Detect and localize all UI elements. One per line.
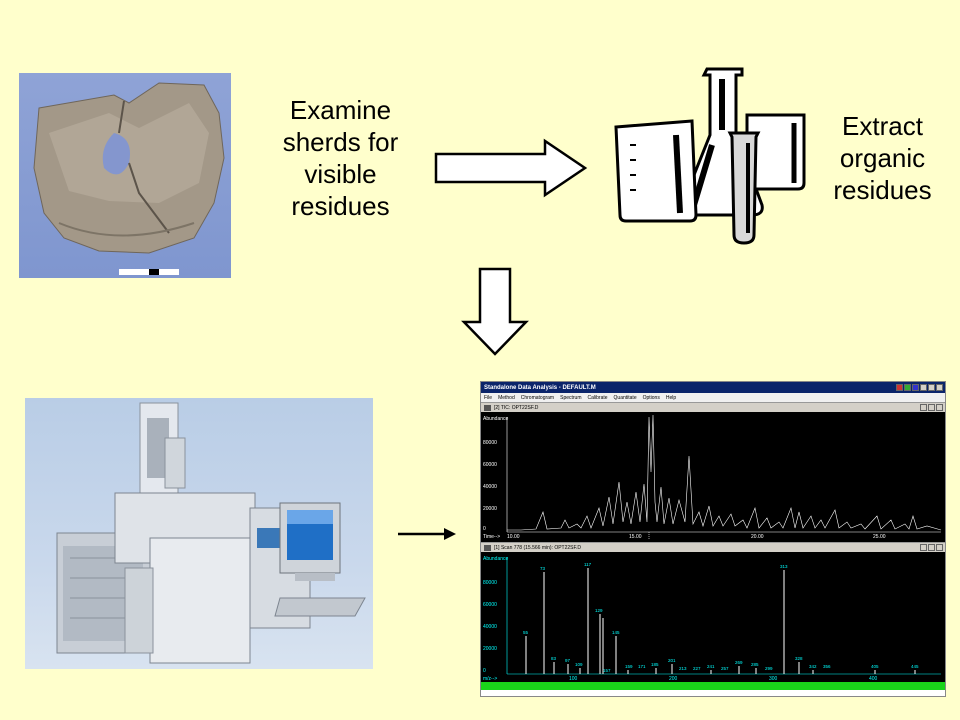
tic-y-tick: 80000 <box>483 440 497 446</box>
ms-peak-label: 145 <box>612 630 620 635</box>
close-icon[interactable] <box>936 404 943 411</box>
tic-trace <box>507 414 942 531</box>
tic-x-label: Time--> <box>483 534 500 540</box>
ms-peak-label: 129 <box>595 608 603 613</box>
ms-peak-label: 97 <box>565 658 571 663</box>
menu-help[interactable]: Help <box>665 394 677 401</box>
ms-peak-label: 185 <box>651 662 659 667</box>
ms-x-tick: 100 <box>569 676 578 682</box>
ms-peak-label: 405 <box>871 664 879 669</box>
ms-peak-label: 227 <box>693 666 701 671</box>
ms-x-tick: 300 <box>769 676 778 682</box>
tic-chromatogram: Abundance Time--> 0 20000 40000 60000 80… <box>481 412 945 542</box>
ms-peak-label: 159 <box>625 664 633 669</box>
small-right-arrow-icon <box>398 528 456 540</box>
pottery-sherd-image <box>19 73 231 278</box>
close-icon[interactable] <box>936 544 943 551</box>
ms-peak-label: 313 <box>780 564 788 569</box>
tic-title: [2] TIC: OPT22SF.D <box>494 404 539 411</box>
menu-bar: File Method Chromatogram Spectrum Calibr… <box>481 393 945 402</box>
window-title: Standalone Data Analysis - DEFAULT.M <box>484 384 596 391</box>
tic-y-label: Abundance <box>483 416 509 422</box>
ms-peak-label: 342 <box>809 664 817 669</box>
ms-peak-label: 73 <box>540 566 546 571</box>
ms-peak-label: 257 <box>721 666 729 671</box>
step-extract-label: Extract organic residues <box>833 111 932 205</box>
ms-peak-label: 109 <box>575 662 583 667</box>
ms-peak-label: 241 <box>707 664 715 669</box>
menu-calibrate[interactable]: Calibrate <box>587 394 608 401</box>
step-examine-label: Examine sherds for visible residues <box>282 95 399 221</box>
lab-glassware-icon <box>614 67 806 245</box>
menu-method[interactable]: Method <box>498 394 515 401</box>
ms-peak-label: 171 <box>638 664 646 669</box>
ms-peak-label: 299 <box>765 666 773 671</box>
ms-peak-label: 269 <box>735 660 743 665</box>
tic-y-tick: 40000 <box>483 484 497 490</box>
ms-y-tick: 60000 <box>483 602 497 608</box>
minimize-icon[interactable] <box>920 404 927 411</box>
menu-quantitate[interactable]: Quantitate <box>613 394 637 401</box>
ms-peak-label: 445 <box>911 664 919 669</box>
maximize-icon[interactable] <box>928 384 935 391</box>
ms-y-label: Abundance <box>483 556 509 562</box>
ms-peak-label: 201 <box>668 658 676 663</box>
menu-file[interactable]: File <box>484 394 493 401</box>
ms-peak-label: 213 <box>679 666 687 671</box>
minimize-icon[interactable] <box>920 544 927 551</box>
ms-y-tick: 20000 <box>483 646 497 652</box>
window-titlebar: Standalone Data Analysis - DEFAULT.M <box>481 382 945 393</box>
scan-panel-title: [1] Scan 778 (15.566 min): OPT22SF.D <box>481 542 945 552</box>
close-icon[interactable] <box>936 384 943 391</box>
toolbar-icon[interactable] <box>904 384 911 391</box>
tic-x-tick: 25.00 <box>873 534 886 540</box>
gc-ms-instrument-image <box>25 398 373 669</box>
status-bar <box>481 682 945 690</box>
ms-peak-label: 83 <box>551 656 557 661</box>
tic-x-tick: 10.00 <box>507 534 520 540</box>
tic-panel-title: [2] TIC: OPT22SF.D <box>481 402 945 412</box>
ms-y-tick: 80000 <box>483 580 497 586</box>
menu-spectrum[interactable]: Spectrum <box>560 394 582 401</box>
ms-peak-label: 157 <box>603 668 611 673</box>
tic-y-tick: 0 <box>483 526 486 532</box>
ms-x-label: m/z--> <box>483 676 497 682</box>
ms-peak-label: 55 <box>523 630 529 635</box>
minimize-icon[interactable] <box>920 384 927 391</box>
ms-y-tick: 0 <box>483 668 486 674</box>
menu-chromatogram[interactable]: Chromatogram <box>520 394 555 401</box>
mass-spectrum: Abundance m/z--> 0 20000 40000 60000 800… <box>481 552 945 682</box>
tic-x-tick: 15.00 <box>629 534 642 540</box>
toolbar-icon[interactable] <box>912 384 919 391</box>
ms-peak-label: 117 <box>584 562 592 567</box>
ms-peak-label: 285 <box>751 662 759 667</box>
panel-icon <box>484 544 491 551</box>
tic-y-tick: 20000 <box>483 506 497 512</box>
right-arrow-icon <box>434 138 588 198</box>
ms-x-tick: 400 <box>869 676 878 682</box>
menu-options[interactable]: Options <box>642 394 660 401</box>
scan-title: [1] Scan 778 (15.566 min): OPT22SF.D <box>494 544 581 551</box>
tic-y-tick: 60000 <box>483 462 497 468</box>
data-analysis-window: Standalone Data Analysis - DEFAULT.M Fil… <box>480 381 946 697</box>
ms-x-tick: 200 <box>669 676 678 682</box>
toolbar-icon[interactable] <box>896 384 903 391</box>
maximize-icon[interactable] <box>928 404 935 411</box>
maximize-icon[interactable] <box>928 544 935 551</box>
tic-x-tick: 20.00 <box>751 534 764 540</box>
ms-peak-label: 356 <box>823 664 831 669</box>
down-arrow-icon <box>461 267 529 356</box>
ms-y-tick: 40000 <box>483 624 497 630</box>
panel-icon <box>484 404 491 411</box>
ms-peak-label: 328 <box>795 656 803 661</box>
